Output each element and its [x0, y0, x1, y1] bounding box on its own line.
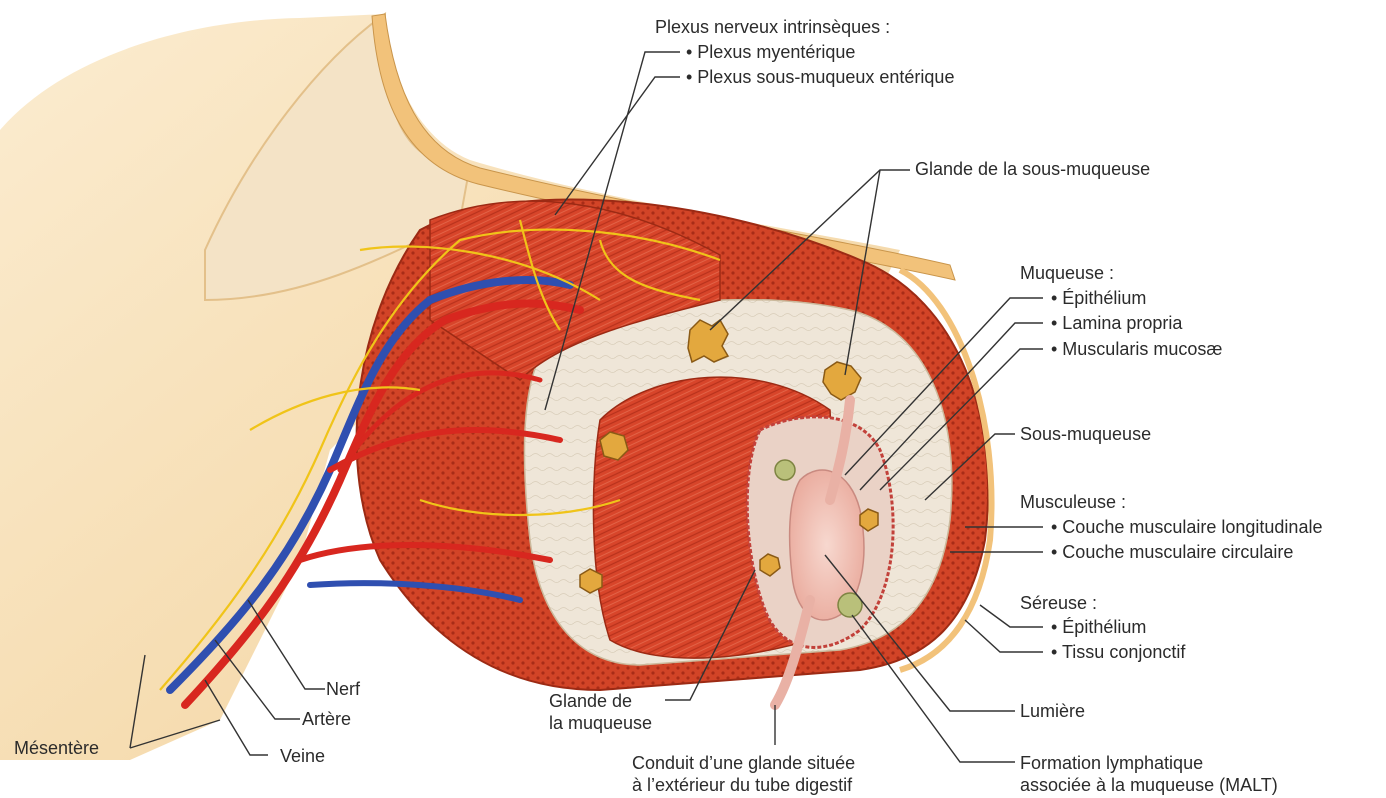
muscularis-header-label: Musculeuse :	[1020, 491, 1126, 513]
malt-label: Formation lymphatique associée à la muqu…	[1020, 752, 1278, 796]
duct-label: Conduit d’une glande située à l’extérieu…	[632, 752, 855, 796]
mucosa-header-label: Muqueuse :	[1020, 262, 1114, 284]
circular-layer-label: • Couche musculaire circulaire	[1051, 541, 1293, 563]
mucosal-gland-label-line1: Glande de	[549, 690, 652, 712]
plexus-submucous-label: • Plexus sous-muqueux entérique	[686, 66, 954, 88]
malt-label-line2: associée à la muqueuse (MALT)	[1020, 774, 1278, 796]
muscularis-mucosae-label: • Muscularis mucosæ	[1051, 338, 1222, 360]
mucosal-gland-label: Glande de la muqueuse	[549, 690, 652, 734]
duct-label-line1: Conduit d’une glande située	[632, 752, 855, 774]
plexus-myenteric-label: • Plexus myentérique	[686, 41, 855, 63]
serosa-epithelium-label: • Épithélium	[1051, 616, 1146, 638]
longitudinal-layer-label: • Couche musculaire longitudinale	[1051, 516, 1322, 538]
mesentery-label: Mésentère	[14, 737, 99, 759]
serosa-header-label: Séreuse :	[1020, 592, 1097, 614]
mucosa-epithelium-label: • Épithélium	[1051, 287, 1146, 309]
submucosa-label: Sous-muqueuse	[1020, 423, 1151, 445]
submucosa-gland-label: Glande de la sous-muqueuse	[915, 158, 1150, 180]
malt-label-line1: Formation lymphatique	[1020, 752, 1278, 774]
lumen-label: Lumière	[1020, 700, 1085, 722]
vein-label: Veine	[280, 745, 325, 767]
plexus-header-label: Plexus nerveux intrinsèques :	[655, 16, 890, 38]
lamina-propria-label: • Lamina propria	[1051, 312, 1182, 334]
nerve-label: Nerf	[326, 678, 360, 700]
mucosal-gland-label-line2: la muqueuse	[549, 712, 652, 734]
artery-label: Artère	[302, 708, 351, 730]
malt-nodule-2	[775, 460, 795, 480]
duct-label-line2: à l’extérieur du tube digestif	[632, 774, 855, 796]
connective-tissue-label: • Tissu conjonctif	[1051, 641, 1185, 663]
